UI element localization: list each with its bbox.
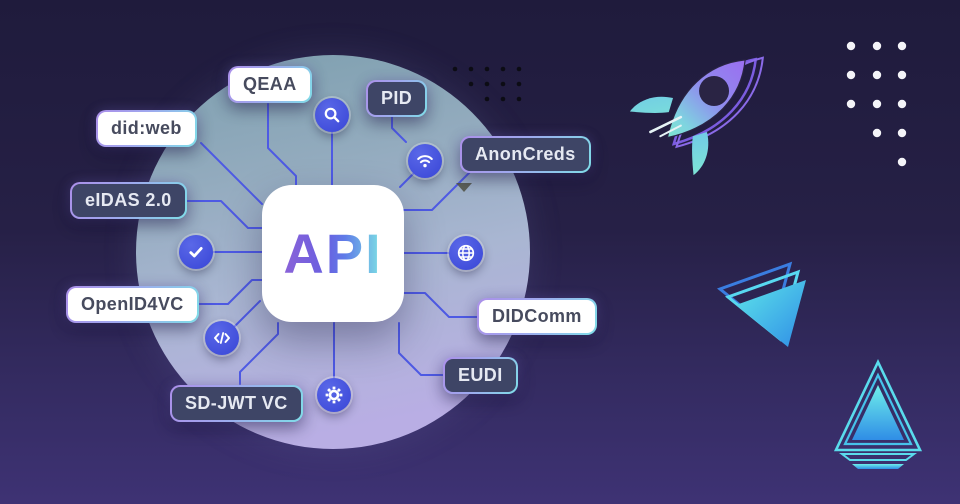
node-label: SD-JWT VC xyxy=(172,387,301,420)
node-label: DIDComm xyxy=(479,300,595,333)
api-label: API xyxy=(283,221,383,285)
globe-icon xyxy=(449,236,483,270)
triangle-group-right xyxy=(716,261,806,347)
node-pid: PID xyxy=(366,80,428,117)
node-label: PID xyxy=(368,82,426,115)
rocket-icon xyxy=(629,56,764,176)
node-label: OpenID4VC xyxy=(68,288,197,321)
check-icon xyxy=(179,235,213,269)
node-did-web: did:web xyxy=(96,110,197,147)
black-dot-grid xyxy=(452,66,522,102)
search-icon xyxy=(315,98,349,132)
node-label: QEAA xyxy=(230,68,310,101)
small-triangle-icon xyxy=(456,183,472,192)
node-label: eIDAS 2.0 xyxy=(72,184,185,217)
triangle-group-bottom-right xyxy=(833,358,923,469)
node-eidas: eIDAS 2.0 xyxy=(70,182,187,219)
white-dot-grid xyxy=(846,41,907,167)
node-anoncreds: AnonCreds xyxy=(460,136,591,173)
node-qeaa: QEAA xyxy=(228,66,312,103)
wifi-icon xyxy=(408,144,442,178)
node-eudi: EUDI xyxy=(443,357,518,394)
node-sd-jwt-vc: SD-JWT VC xyxy=(170,385,303,422)
node-didcomm: DIDComm xyxy=(477,298,597,335)
node-openid4vc: OpenID4VC xyxy=(66,286,199,323)
node-label: did:web xyxy=(98,112,195,145)
api-card: API xyxy=(262,185,404,322)
code-icon xyxy=(205,321,239,355)
node-label: AnonCreds xyxy=(462,138,589,171)
node-label: EUDI xyxy=(445,359,516,392)
gear-icon xyxy=(317,378,351,412)
